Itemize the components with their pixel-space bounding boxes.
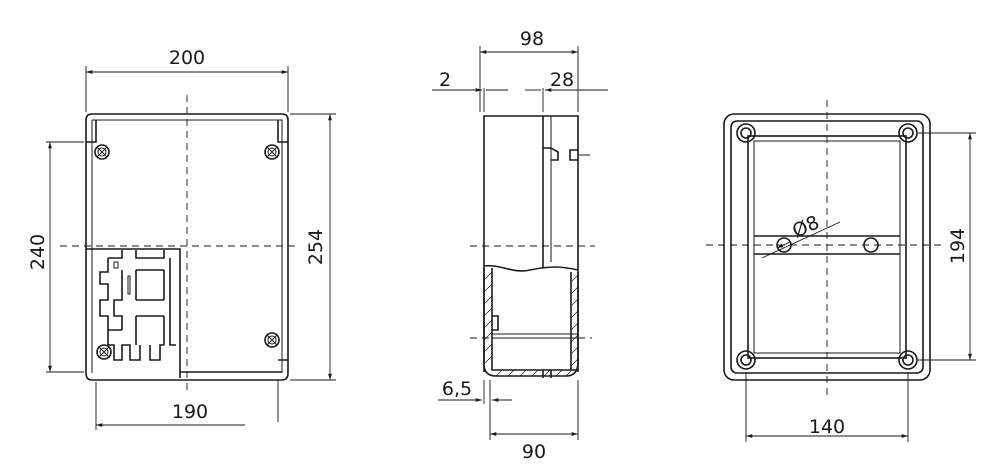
corner-hole-tr — [898, 123, 918, 143]
dim-90: 90 — [522, 441, 546, 463]
screw-top-left — [94, 144, 110, 160]
corner-hole-bl — [736, 350, 756, 370]
dim-dia-8: Ø8 — [789, 211, 823, 242]
screw-top-right — [264, 144, 280, 160]
dim-6-5: 6,5 — [442, 378, 472, 400]
back-view: Ø8 — [706, 100, 945, 400]
internal-ribs — [99, 250, 176, 361]
side-dimensions: 98 2 28 90 6,5 — [432, 28, 608, 463]
dim-140: 140 — [809, 416, 845, 438]
dim-240: 240 — [27, 234, 49, 270]
dim-200: 200 — [169, 47, 205, 69]
corner-hole-br — [898, 350, 918, 370]
dim-254: 254 — [305, 229, 327, 265]
dim-98: 98 — [520, 28, 544, 50]
front-view — [60, 95, 300, 395]
dim-2: 2 — [439, 69, 451, 91]
dim-194: 194 — [947, 228, 969, 264]
dim-190: 190 — [172, 401, 208, 423]
screw-bottom-right — [264, 332, 280, 348]
back-dimensions: 140 194 — [745, 132, 976, 442]
side-view — [470, 115, 595, 378]
screw-bottom-left — [96, 344, 112, 360]
section-walls — [483, 268, 579, 378]
front-dimensions: 200 190 254 240 — [27, 47, 336, 430]
dim-28: 28 — [550, 69, 574, 91]
corner-hole-tl — [736, 123, 756, 143]
